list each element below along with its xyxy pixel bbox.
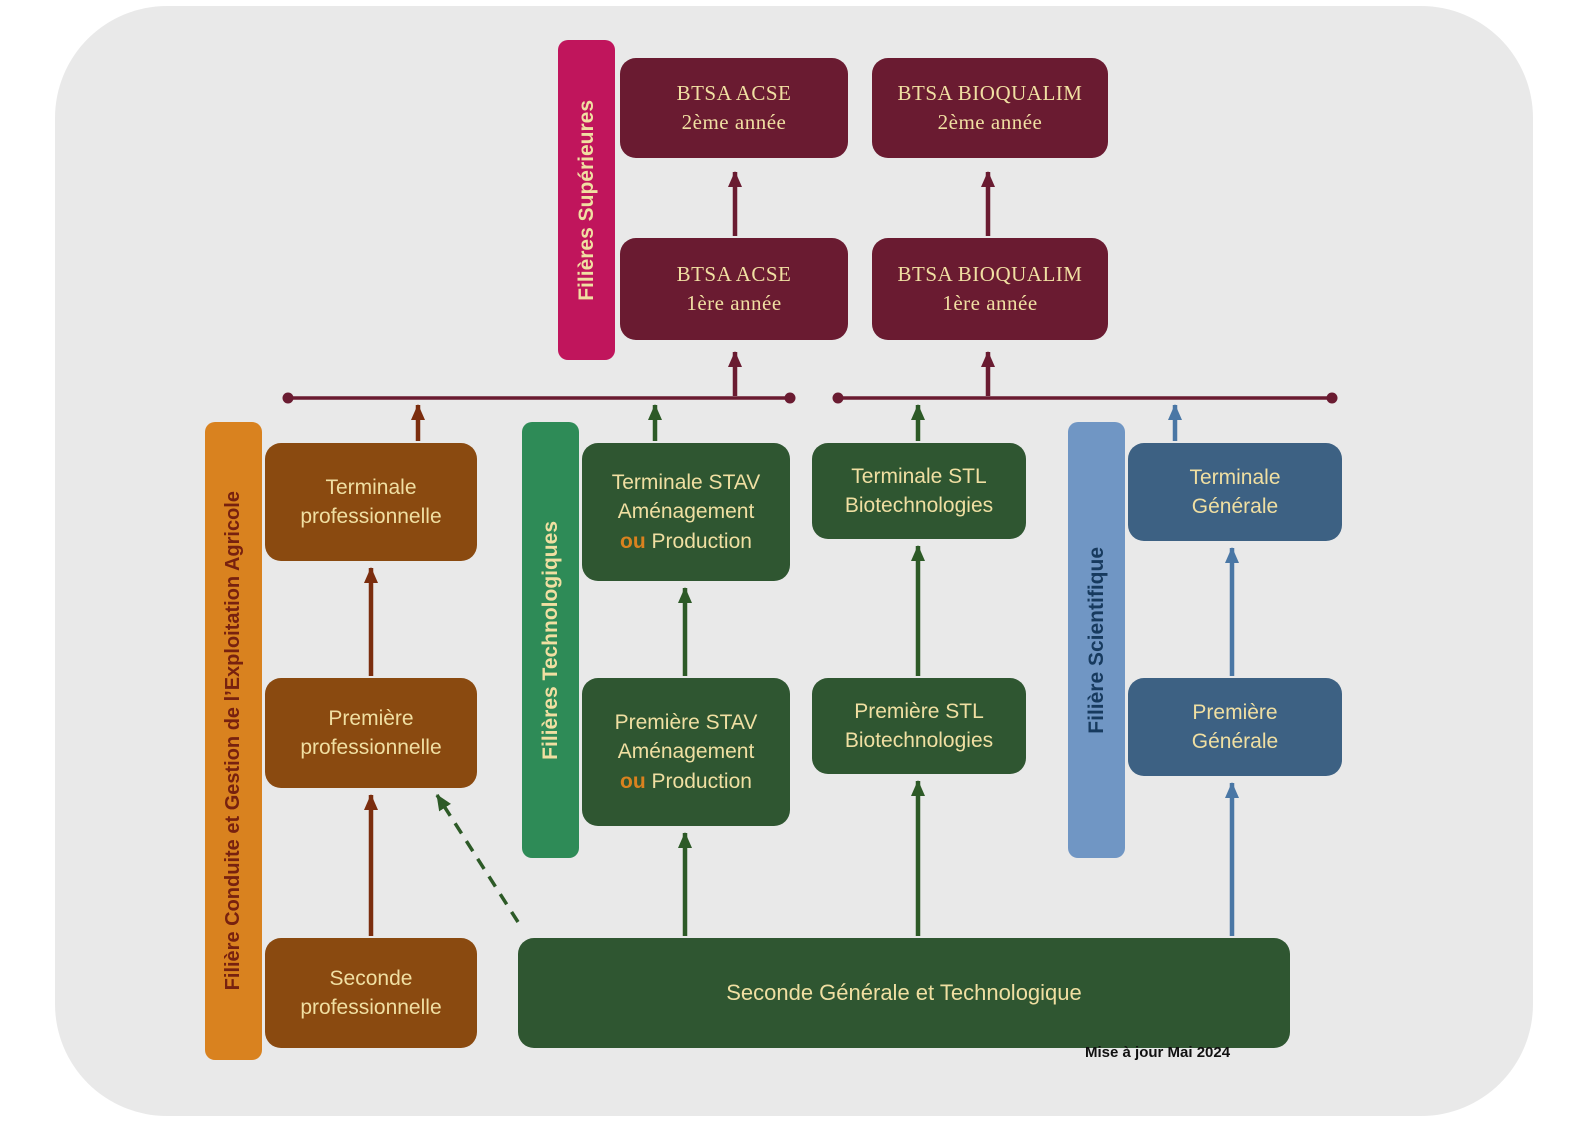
box-premiere-professionnelle: Première professionnelle bbox=[265, 678, 477, 788]
box-line: 1ère année bbox=[686, 291, 782, 315]
box-line: Première STAV bbox=[614, 710, 758, 734]
bar-filieres-technologiques: Filières Technologiques bbox=[522, 422, 579, 858]
box-line: 1ère année bbox=[942, 291, 1038, 315]
box-line: 2ème année bbox=[681, 110, 787, 134]
box-btsa-bioqualim-1ere-annee: BTSA BIOQUALIM 1ère année bbox=[872, 238, 1108, 340]
box-line: Générale bbox=[1191, 730, 1279, 753]
box-terminale-stl: Terminale STL Biotechnologies bbox=[812, 443, 1026, 539]
box-line: ou Production bbox=[620, 767, 752, 796]
bar-filiere-scientifique-label: Filière Scientifique bbox=[1084, 546, 1108, 734]
box-line: ou Production bbox=[620, 527, 752, 556]
box-line: Terminale bbox=[325, 475, 417, 499]
box-line: Seconde bbox=[329, 966, 413, 990]
box-terminale-stav: Terminale STAV Aménagement ou Production bbox=[582, 443, 790, 581]
box-line: Aménagement bbox=[617, 500, 755, 524]
box-line: BTSA BIOQUALIM bbox=[897, 261, 1083, 286]
box-line: professionnelle bbox=[300, 996, 442, 1019]
ou-connector: ou bbox=[620, 529, 646, 553]
box-line: BTSA ACSE bbox=[676, 80, 792, 105]
box-terminale-professionnelle: Terminale professionnelle bbox=[265, 443, 477, 561]
box-line: Aménagement bbox=[617, 740, 755, 764]
box-btsa-acse-1ere-annee: BTSA ACSE 1ère année bbox=[620, 238, 848, 340]
bar-filiere-scientifique: Filière Scientifique bbox=[1068, 422, 1125, 858]
box-line: professionnelle bbox=[300, 505, 442, 528]
box-line: Terminale bbox=[1189, 465, 1281, 489]
bar-filieres-superieures: Filières Supérieures bbox=[558, 40, 615, 360]
diagram-background bbox=[55, 6, 1533, 1116]
box-premiere-generale: Première Générale bbox=[1128, 678, 1342, 776]
box-line: BTSA BIOQUALIM bbox=[897, 80, 1083, 105]
box-line: Terminale STAV bbox=[611, 470, 761, 494]
box-btsa-acse-2eme-annee: BTSA ACSE 2ème année bbox=[620, 58, 848, 158]
bar-filiere-cgea: Filière Conduite et Gestion de l’Exploit… bbox=[205, 422, 262, 1060]
box-line: Première bbox=[1192, 700, 1278, 724]
box-line: professionnelle bbox=[300, 736, 442, 759]
bar-filieres-superieures-label: Filières Supérieures bbox=[574, 99, 598, 301]
bar-filiere-cgea-label: Filière Conduite et Gestion de l’Exploit… bbox=[222, 491, 244, 991]
box-line: BTSA ACSE bbox=[676, 261, 792, 286]
box-btsa-bioqualim-2eme-annee: BTSA BIOQUALIM 2ème année bbox=[872, 58, 1108, 158]
box-line: Première bbox=[328, 706, 414, 730]
box-premiere-stl: Première STL Biotechnologies bbox=[812, 678, 1026, 774]
box-terminale-generale: Terminale Générale bbox=[1128, 443, 1342, 541]
box-line: Seconde Générale et Technologique bbox=[726, 979, 1082, 1005]
box-premiere-stav: Première STAV Aménagement ou Production bbox=[582, 678, 790, 826]
box-line-part: Production bbox=[651, 769, 752, 793]
box-line: Terminale STL bbox=[851, 464, 987, 488]
box-seconde-generale-technologique: Seconde Générale et Technologique bbox=[518, 938, 1290, 1048]
box-line-part: Production bbox=[651, 529, 752, 553]
ou-connector: ou bbox=[620, 769, 646, 793]
box-line: 2ème année bbox=[937, 110, 1043, 134]
bar-filieres-technologiques-label: Filières Technologiques bbox=[538, 520, 562, 760]
box-line: Biotechnologies bbox=[844, 494, 994, 517]
box-line: Générale bbox=[1191, 495, 1279, 518]
box-line: Biotechnologies bbox=[844, 729, 994, 752]
box-seconde-professionnelle: Seconde professionnelle bbox=[265, 938, 477, 1048]
box-line: Première STL bbox=[854, 699, 984, 723]
updated-note: Mise à jour Mai 2024 bbox=[1085, 1044, 1231, 1061]
